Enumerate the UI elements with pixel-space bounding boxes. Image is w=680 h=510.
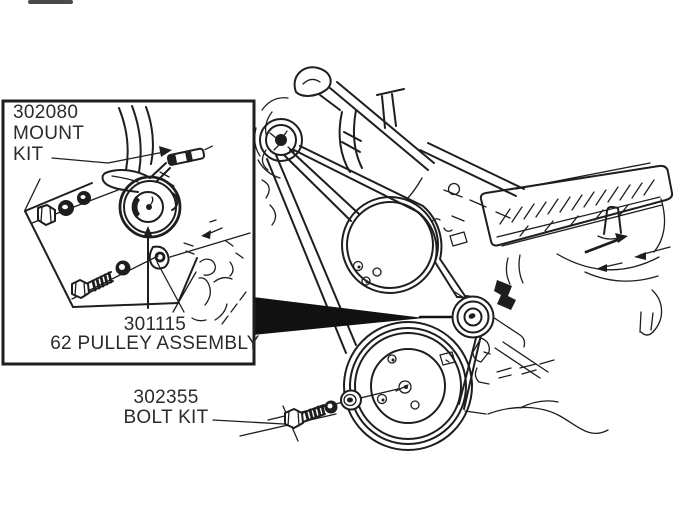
- callout-mount-kit: 302080 MOUNT KIT: [13, 102, 105, 165]
- mount-kit-pulley: [101, 162, 182, 270]
- inset-box: [1, 99, 256, 366]
- sketch-arrow-1: [584, 233, 628, 254]
- bolt-kit-part-number: 302355: [133, 387, 199, 408]
- bolt-kit-leader-line: [212, 419, 285, 425]
- idler-pulley: [451, 280, 516, 339]
- bolt-kit-bolt: [284, 404, 326, 429]
- engine-sketch-details: [405, 142, 609, 435]
- mount-kit-bolt: [71, 271, 114, 299]
- sketch-arrow-3: [596, 262, 623, 272]
- mount-kit-drawing: [24, 105, 251, 325]
- mount-kit-part-name: MOUNT KIT: [13, 123, 84, 165]
- bolt-kit-washer: [324, 400, 338, 414]
- exhaust-manifold: [556, 198, 671, 336]
- sketch-arrow-2: [634, 246, 671, 260]
- mount-kit-part-number: 302080: [13, 102, 79, 123]
- engine-illustration: [254, 66, 674, 451]
- mount-stud: [166, 145, 213, 166]
- mount-kit-nuts: [37, 191, 91, 226]
- bolt-kit-spacer: [340, 389, 362, 411]
- valve-cover: [479, 162, 674, 247]
- hardware-panel: [24, 178, 198, 308]
- idler-bracket: [494, 280, 516, 310]
- pulley-assembly-part-name: 62 PULLEY ASSEMBLY: [50, 333, 260, 354]
- mount-kit-washer: [115, 260, 131, 276]
- drive-belts: [266, 145, 488, 410]
- crankshaft-pulley: [343, 321, 473, 451]
- inset-context-sketch: [156, 219, 251, 325]
- bolt-kit-drawing: [212, 388, 399, 442]
- callout-wedge: [253, 297, 453, 335]
- bolt-kit-part-name: BOLT KIT: [123, 407, 209, 428]
- callout-pulley-assembly: 301115 62 PULLEY ASSEMBLY: [40, 315, 270, 353]
- alternator-pulley: [259, 118, 303, 162]
- mount-kit-leader: [51, 146, 172, 164]
- pulley-assembly-arrow: [143, 226, 153, 309]
- callout-bolt-kit: 302355 BOLT KIT: [108, 388, 224, 428]
- pulley-assembly-part-number: 301115: [123, 314, 187, 335]
- scan-artifact: [28, 0, 73, 4]
